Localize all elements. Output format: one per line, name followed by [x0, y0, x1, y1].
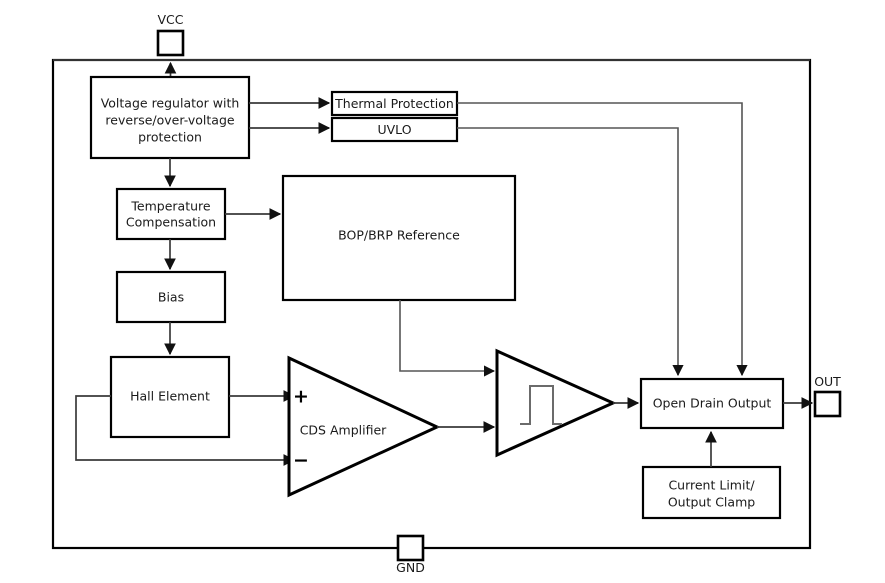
block-schmitt-trigger[interactable] [495, 348, 617, 458]
block-hall-element[interactable] [109, 355, 231, 439]
gnd-pin-label: GND [396, 560, 425, 575]
block-current-limit-output-clamp[interactable] [641, 465, 782, 520]
voltage-regulator-label-line1: Voltage regulator with [101, 96, 240, 111]
current-limit-label-line1: Current Limit/ [668, 478, 755, 493]
wire-uvlo-to-open-drain [457, 127, 684, 377]
gnd-pad[interactable] [396, 534, 425, 562]
open-drain-output-label: Open Drain Output [653, 396, 772, 411]
block-cds-amplifier[interactable] [287, 355, 441, 498]
bop-brp-reference-label: BOP/BRP Reference [338, 228, 460, 243]
cds-plus-sign: + [293, 386, 309, 408]
temp-comp-label-line2: Compensation [126, 215, 216, 230]
hall-element-label: Hall Element [130, 389, 210, 404]
hysteresis-icon-bars [529, 386, 554, 424]
wire-hall-to-cds-minus [75, 395, 296, 466]
vcc-pad[interactable] [156, 29, 185, 57]
bias-label: Bias [158, 290, 184, 305]
uvlo-label: UVLO [377, 122, 411, 137]
voltage-regulator-label-line3: protection [138, 130, 202, 145]
block-bop-brp-reference[interactable] [281, 174, 517, 302]
voltage-regulator-label-line2: reverse/over-voltage [105, 113, 234, 128]
out-pad[interactable] [813, 390, 842, 418]
block-temperature-compensation[interactable] [115, 187, 227, 241]
temp-comp-label-line1: Temperature [130, 199, 210, 214]
cds-minus-sign: − [293, 450, 309, 472]
wire-bopbrp-to-schmitt [399, 300, 496, 377]
block-bias[interactable] [115, 270, 227, 324]
hysteresis-icon [520, 385, 562, 425]
out-pin-label: OUT [814, 374, 841, 389]
thermal-protection-label: Thermal Protection [334, 96, 454, 111]
cds-amplifier-label: CDS Amplifier [300, 423, 387, 438]
block-open-drain-output[interactable] [639, 377, 785, 430]
vcc-pin-label: VCC [157, 12, 183, 27]
wire-thermal-to-open-drain [457, 102, 748, 377]
current-limit-label-line2: Output Clamp [668, 495, 755, 510]
block-uvlo[interactable] [330, 116, 459, 143]
block-voltage-regulator[interactable] [89, 75, 251, 160]
